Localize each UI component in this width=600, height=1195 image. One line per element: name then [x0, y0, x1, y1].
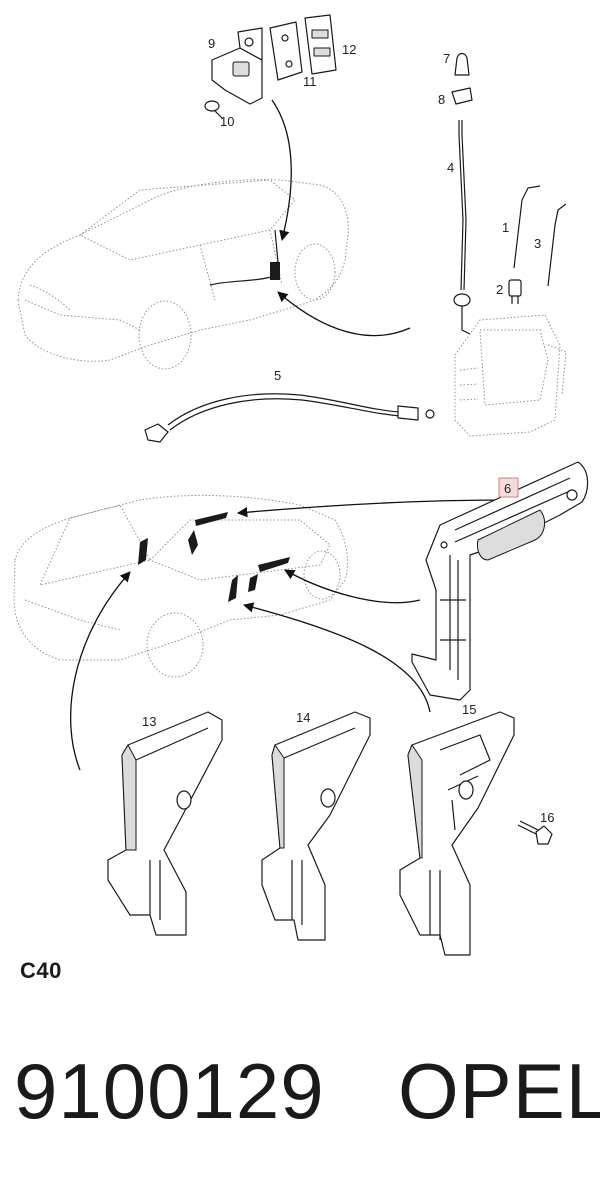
part-1-rod: [513, 185, 541, 269]
lower-car-outline: [13, 494, 349, 678]
part-15-bracket: [399, 711, 515, 956]
callout-16: 16: [540, 810, 554, 825]
arrow-part9-to-car: [271, 99, 292, 242]
part-5-cable: [144, 393, 435, 443]
part-3-rod: [547, 203, 567, 287]
part-10-screw: [204, 100, 223, 119]
part-6-door-handle: [411, 461, 589, 701]
part-number: 9100129: [14, 1047, 325, 1135]
callout-15: 15: [462, 702, 476, 717]
arrow-part13-to-car: [69, 571, 131, 771]
callout-6: 6: [504, 481, 511, 496]
callout-5: 5: [274, 368, 281, 383]
door-lock-housing: [454, 314, 567, 437]
callout-6-highlight-box: [498, 477, 519, 498]
upper-car-outline: [17, 179, 349, 370]
arrow-part15-to-car: [242, 602, 431, 713]
callout-14: 14: [296, 710, 310, 725]
arrow-part6-to-lower-handle: [284, 569, 421, 604]
part-4-lock-rod: [453, 120, 471, 335]
part-13-bracket: [107, 711, 223, 936]
callout-11: 11: [303, 74, 317, 89]
part-12-tapping-plate: [304, 14, 337, 75]
callout-3: 3: [534, 236, 541, 251]
part-9-striker-bracket: [211, 27, 263, 105]
arrow-lock-to-car: [277, 291, 411, 337]
part-8-guide: [451, 87, 473, 105]
part-11-plate: [269, 21, 303, 81]
callout-7: 7: [443, 51, 450, 66]
callout-12: 12: [342, 42, 356, 57]
callout-2: 2: [496, 282, 503, 297]
brand-name: OPEL: [398, 1047, 600, 1135]
part-14-bracket: [261, 711, 371, 941]
parts-diagram: 9 11 12 10 7 8 4 1 3 2 5 6 13 14 15 16: [13, 14, 589, 956]
part-16-screw: [517, 820, 553, 845]
part-2-clip: [508, 279, 522, 304]
part-7-knob: [454, 52, 470, 76]
callout-1: 1: [502, 220, 509, 235]
callout-9: 9: [208, 36, 215, 51]
callout-8: 8: [438, 92, 445, 107]
arrow-part6-to-upper-handle: [236, 499, 506, 518]
section-label: C40: [20, 958, 62, 983]
callout-13: 13: [142, 714, 156, 729]
callout-4: 4: [447, 160, 454, 175]
callout-10: 10: [220, 114, 234, 129]
